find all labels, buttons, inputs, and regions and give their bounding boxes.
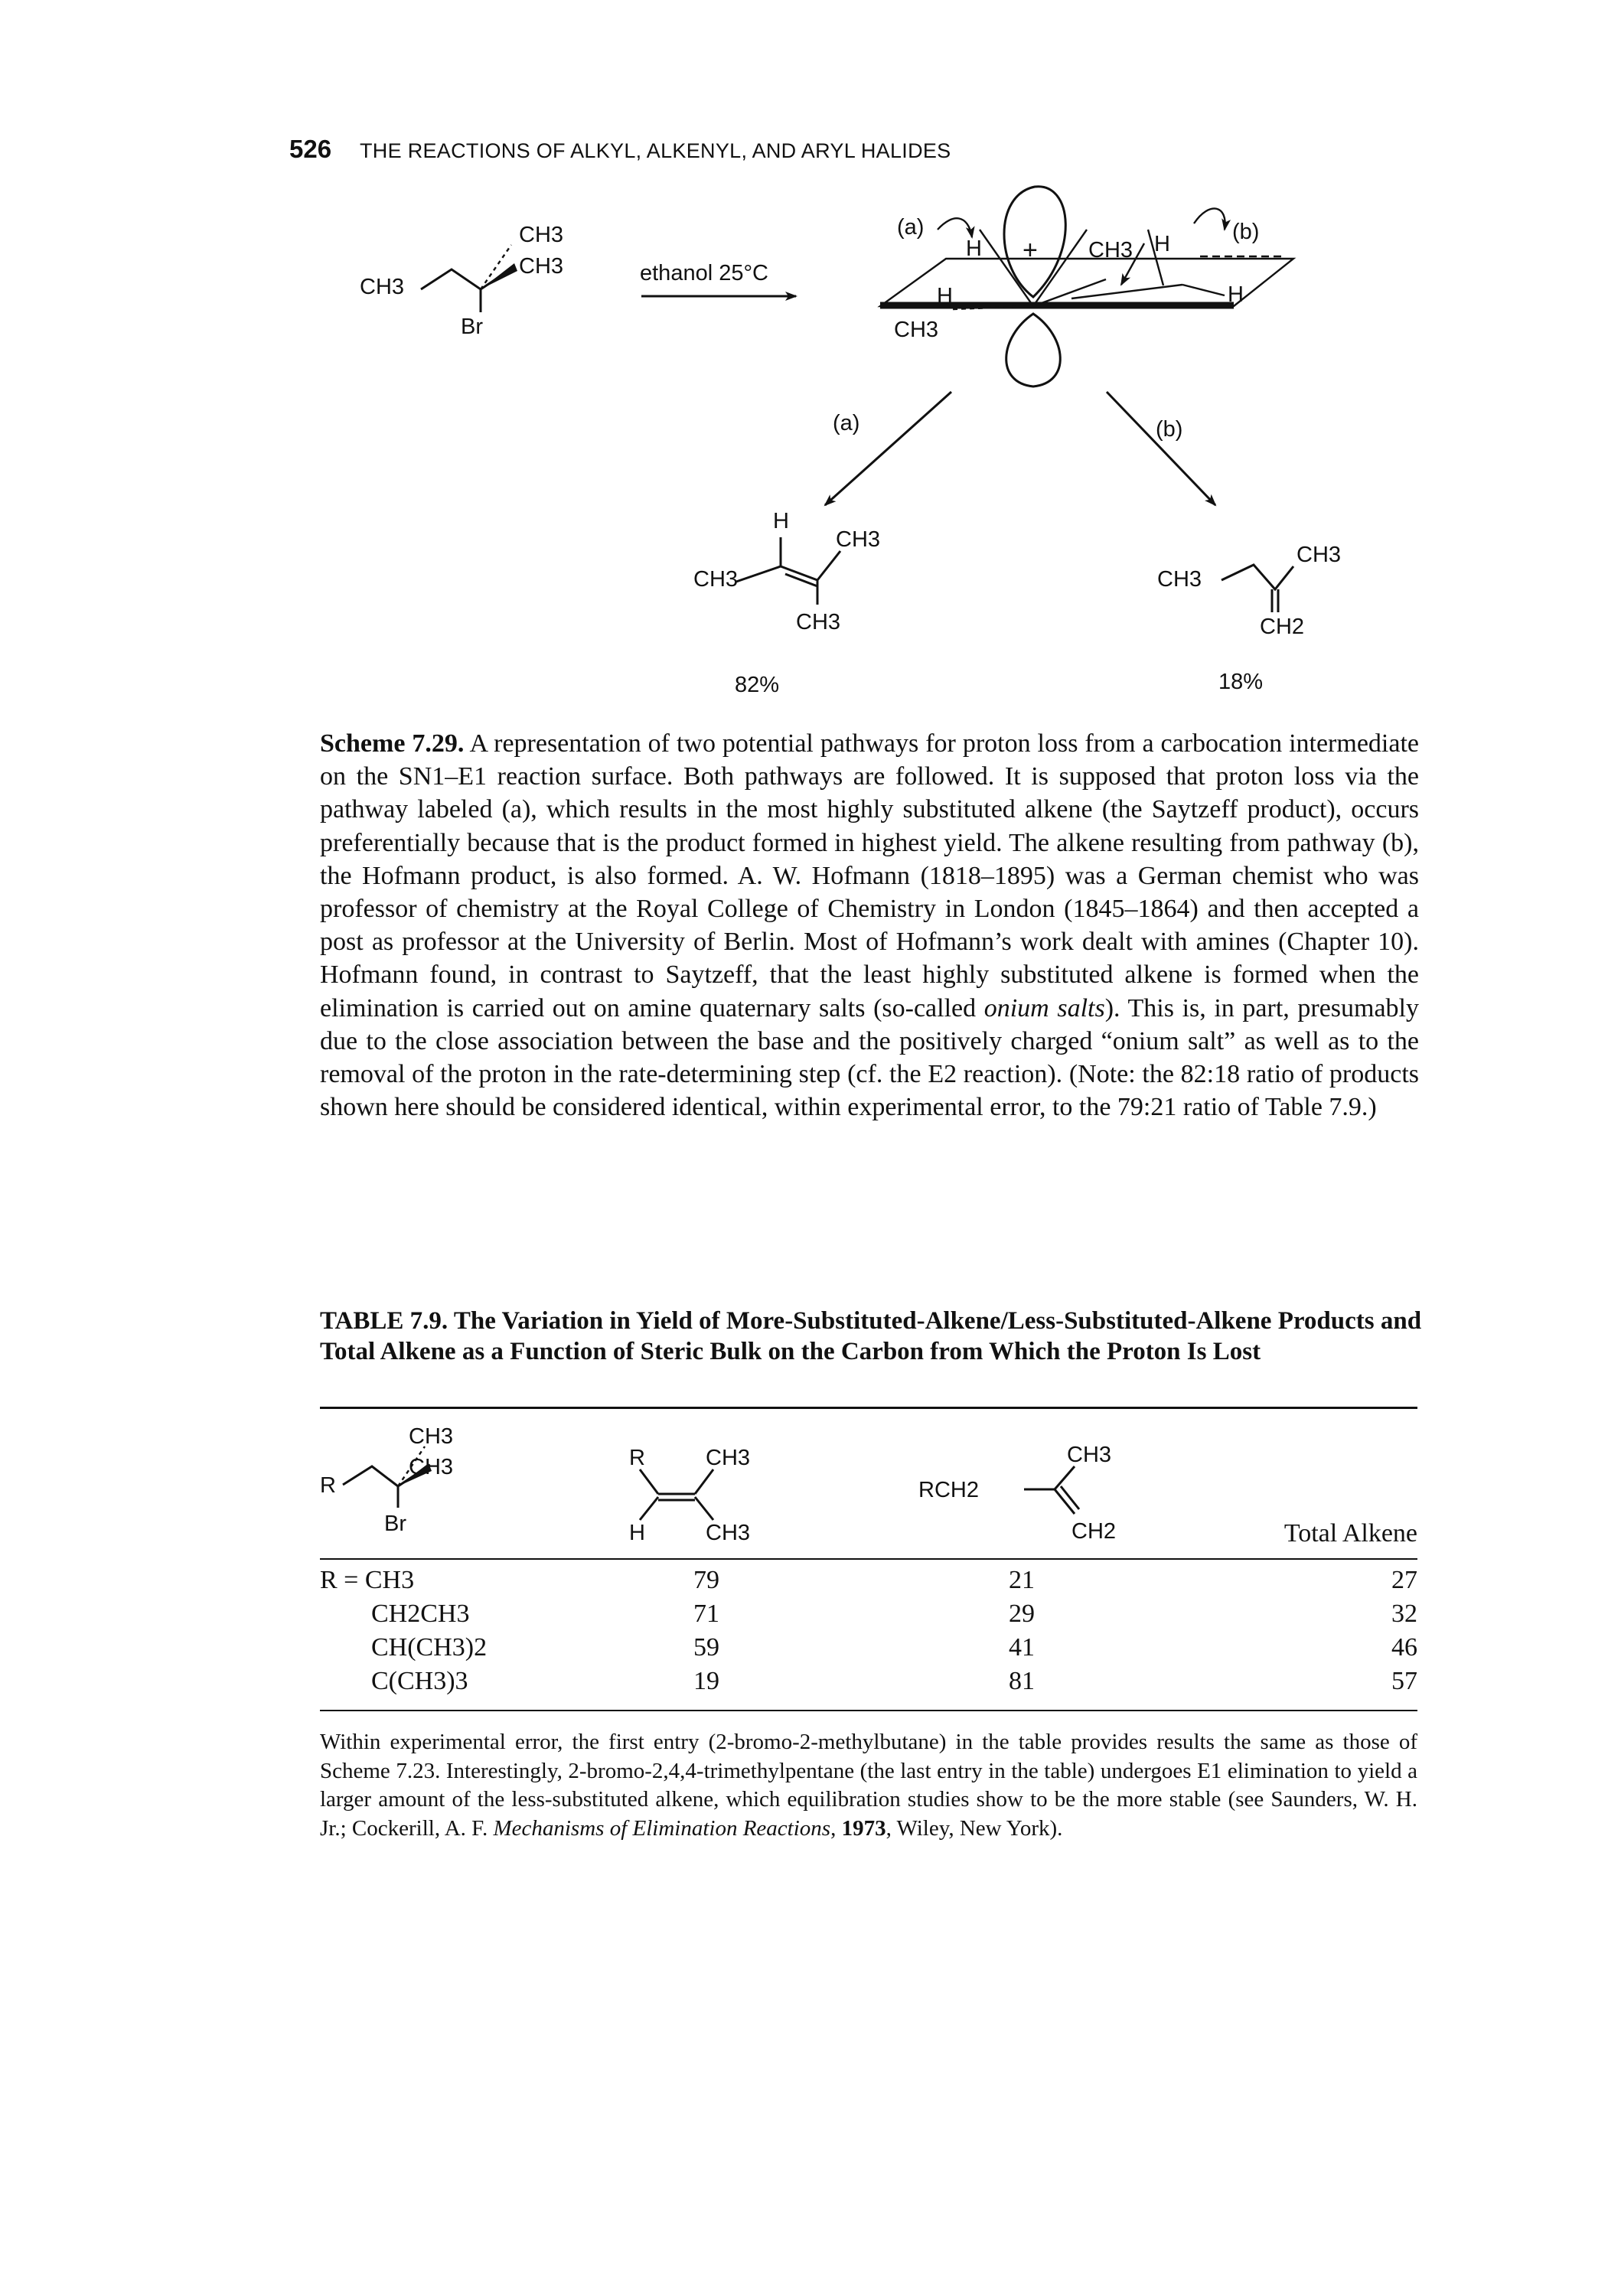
- row-4-total: 57: [1391, 1667, 1417, 1695]
- header-total-alkene: Total Alkene: [1284, 1519, 1417, 1548]
- product-b-structure: CH3 CH3 CH2 18%: [1157, 543, 1341, 694]
- row-2-r: CH2CH3: [371, 1600, 470, 1628]
- header-more-substituted-alkene: R CH3 H CH3: [629, 1446, 750, 1545]
- reaction-scheme: CH3 CH3 CH3 Br ethanol 25°C (a) (b) + CH…: [360, 185, 1341, 697]
- page-number: 526: [289, 135, 332, 163]
- cation-charge: +: [1023, 236, 1038, 265]
- product-a-ch3-bottom: CH3: [796, 610, 840, 634]
- header-col1-r: R: [320, 1473, 336, 1498]
- header-col2-ch3-b: CH3: [706, 1521, 750, 1545]
- reactant-ch3-left: CH3: [360, 275, 404, 299]
- row-2-total: 32: [1391, 1600, 1417, 1628]
- row-2-more: 71: [693, 1600, 719, 1628]
- header-col3-rch2: RCH2: [918, 1478, 979, 1502]
- carbocation-intermediate: (a) (b) + CH3 CH3 H H H H: [877, 185, 1297, 388]
- row-3-more: 59: [693, 1633, 719, 1662]
- row-1-r: R = CH3: [320, 1566, 415, 1594]
- product-a-h: H: [773, 509, 789, 533]
- product-b-ch2: CH2: [1260, 615, 1304, 639]
- reactant-ch3-mid: CH3: [519, 254, 563, 279]
- row-4-less: 81: [1009, 1667, 1035, 1695]
- footnote-separator: ,: [830, 1815, 842, 1841]
- row-2-less: 29: [1009, 1600, 1035, 1628]
- product-b-ch3-left: CH3: [1157, 567, 1202, 592]
- intermediate-h-4: H: [1228, 282, 1244, 307]
- table-top-rule: [320, 1407, 1417, 1409]
- footnote-year: 1973: [841, 1815, 886, 1841]
- branch-b-arrow: [1105, 390, 1217, 507]
- reactant-structure: CH3 CH3 CH3 Br: [360, 223, 563, 339]
- product-a-yield: 82%: [735, 673, 779, 697]
- reactant-br: Br: [461, 315, 483, 339]
- scheme-label: Scheme 7.29.: [320, 729, 465, 758]
- intermediate-h-1: H: [966, 236, 982, 261]
- header-col2-r: R: [629, 1446, 645, 1470]
- branch-b-label: (b): [1156, 417, 1182, 442]
- intermediate-path-b: (b): [1232, 220, 1259, 244]
- row-1-less: 21: [1009, 1566, 1035, 1594]
- intermediate-ch3-upper: CH3: [1088, 238, 1133, 263]
- product-a-ch3-right: CH3: [836, 527, 880, 552]
- header-col2-ch3-a: CH3: [706, 1446, 750, 1470]
- intermediate-h-3: H: [1154, 232, 1170, 256]
- header-col1-ch3-a: CH3: [409, 1424, 453, 1449]
- arrow-condition: ethanol 25°C: [640, 261, 768, 285]
- row-3-r: CH(CH3)2: [371, 1633, 488, 1662]
- table-footnote: Within experimental error, the first ent…: [320, 1728, 1417, 1843]
- header-col3-ch2: CH2: [1071, 1519, 1116, 1544]
- header-col2-h: H: [629, 1521, 645, 1545]
- row-3-less: 41: [1009, 1633, 1035, 1662]
- table-header-rule: [320, 1558, 1417, 1560]
- footnote-text-2: , Wiley, New York).: [886, 1815, 1063, 1841]
- product-b-yield: 18%: [1218, 670, 1263, 694]
- branch-a-arrow: [824, 390, 953, 507]
- running-head: THE REACTIONS OF ALKYL, ALKENYL, AND ARY…: [360, 139, 951, 162]
- row-4-more: 19: [693, 1667, 719, 1695]
- header-col1-br: Br: [384, 1512, 406, 1536]
- footnote-text-1: Within experimental error, the first ent…: [320, 1730, 1417, 1841]
- row-1-total: 27: [1391, 1566, 1417, 1594]
- footnote-book-title: Mechanisms of Elimination Reactions: [493, 1815, 831, 1841]
- intermediate-ch3-lower: CH3: [894, 318, 938, 342]
- header-less-substituted-alkene: CH3 RCH2 CH2: [918, 1443, 1116, 1544]
- page-header: 526 THE REACTIONS OF ALKYL, ALKENYL, AND …: [289, 135, 951, 173]
- table-bottom-rule: [320, 1710, 1417, 1711]
- row-3-total: 46: [1391, 1633, 1417, 1662]
- caption-text-2: ). This is, in part, presumably due to t…: [320, 993, 1420, 1122]
- header-col1-ch3-b: CH3: [409, 1455, 453, 1479]
- intermediate-h-2: H: [937, 284, 953, 308]
- intermediate-path-a: (a): [897, 215, 924, 240]
- product-b-ch3-right: CH3: [1297, 543, 1341, 567]
- branch-a-label: (a): [833, 411, 859, 435]
- row-4-r: C(CH3)3: [371, 1667, 468, 1695]
- product-a-structure: H CH3 CH3 CH3 82%: [693, 509, 880, 697]
- caption-italic: onium salts: [983, 993, 1105, 1022]
- caption-text-1: A representation of two potential pathwa…: [320, 729, 1419, 1022]
- scheme-caption: Scheme 7.29. A representation of two pot…: [320, 727, 1419, 1124]
- table-title: TABLE 7.9. The Variation in Yield of Mor…: [320, 1307, 1422, 1365]
- header-alkyl-bromide: CH3 CH3 R Br: [320, 1424, 453, 1536]
- row-1-more: 79: [693, 1566, 719, 1594]
- header-col3-ch3: CH3: [1067, 1443, 1111, 1467]
- product-a-ch3-left: CH3: [693, 567, 738, 592]
- reactant-ch3-top: CH3: [519, 223, 563, 247]
